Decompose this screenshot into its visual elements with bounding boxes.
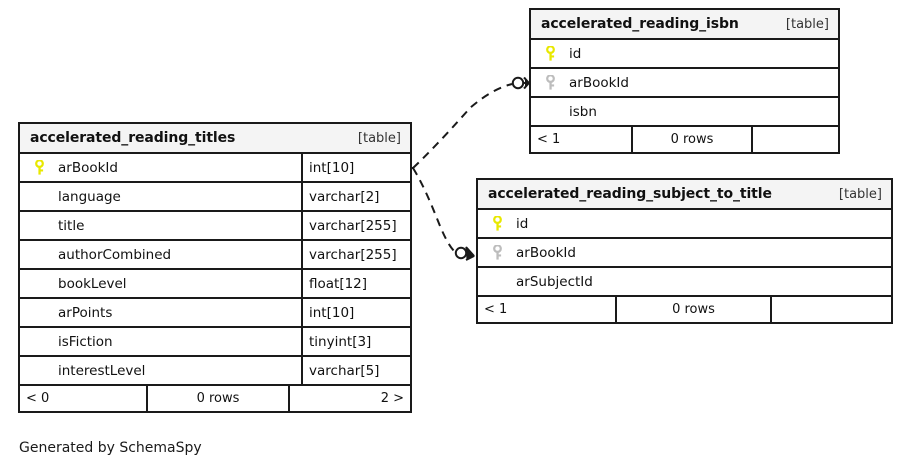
footer-parent-count[interactable]: < 1	[484, 302, 508, 317]
column-name-cell: language	[20, 183, 301, 210]
footer-parent-count[interactable]: < 0	[26, 391, 50, 406]
column-name: interestLevel	[58, 362, 146, 379]
column-name-cell: isbn	[531, 98, 838, 125]
column-name-cell: id	[478, 210, 891, 237]
column-type-cell: int[10]	[301, 299, 410, 326]
table-type-tag: [table]	[357, 130, 401, 146]
footer-child-count[interactable]	[753, 127, 838, 152]
column-name-cell: arBookId	[20, 154, 301, 181]
column-name: arBookId	[569, 74, 629, 91]
column-type-cell: varchar[255]	[301, 212, 410, 239]
column-name-cell: isFiction	[20, 328, 301, 355]
footer-row-count: 0 rows	[146, 386, 290, 411]
table-title: accelerated_reading_isbn	[541, 16, 739, 32]
table-row[interactable]: arBookId int[10]	[20, 154, 410, 183]
column-name: id	[516, 215, 529, 232]
column-name-cell: arSubjectId	[478, 268, 891, 295]
table-accelerated-reading-subject-to-title[interactable]: accelerated_reading_subject_to_title [ta…	[476, 178, 893, 324]
column-type-cell: int[10]	[301, 154, 410, 181]
column-name-cell: bookLevel	[20, 270, 301, 297]
yellow-key-icon	[28, 159, 50, 176]
column-name-cell: title	[20, 212, 301, 239]
column-type: varchar[255]	[309, 246, 397, 263]
table-header-accelerated-reading-subject-to-title: accelerated_reading_subject_to_title [ta…	[478, 180, 891, 210]
relationship-titles-to-isbn	[406, 76, 530, 169]
table-row[interactable]: arBookId	[531, 69, 838, 98]
column-type: varchar[2]	[309, 188, 380, 205]
table-row[interactable]: authorCombined varchar[255]	[20, 241, 410, 270]
table-row[interactable]: interestLevel varchar[5]	[20, 357, 410, 386]
column-type-cell: varchar[2]	[301, 183, 410, 210]
table-footer-accelerated-reading-subject-to-title: < 1 0 rows	[478, 297, 891, 322]
table-row[interactable]: title varchar[255]	[20, 212, 410, 241]
column-name-cell: id	[531, 40, 838, 67]
generated-by-caption: Generated by SchemaSpy	[19, 440, 202, 456]
column-type: tinyint[3]	[309, 333, 372, 350]
column-name-cell: arBookId	[531, 69, 838, 96]
table-row[interactable]: id	[531, 40, 838, 69]
table-row[interactable]: isFiction tinyint[3]	[20, 328, 410, 357]
table-title: accelerated_reading_subject_to_title	[488, 186, 772, 202]
cardinality-zero-marker-isbn	[511, 76, 525, 90]
footer-parent-count[interactable]: < 1	[537, 132, 561, 147]
column-name: title	[58, 217, 85, 234]
table-row[interactable]: arSubjectId	[478, 268, 891, 297]
table-accelerated-reading-isbn[interactable]: accelerated_reading_isbn [table] id	[529, 8, 840, 154]
column-type-cell: tinyint[3]	[301, 328, 410, 355]
column-type: varchar[5]	[309, 362, 380, 379]
table-header-accelerated-reading-titles: accelerated_reading_titles [table]	[20, 124, 410, 154]
gray-key-icon	[486, 244, 508, 261]
yellow-key-icon	[539, 45, 561, 62]
table-type-tag: [table]	[785, 16, 829, 32]
column-name: arBookId	[58, 159, 118, 176]
footer-child-count[interactable]	[772, 297, 891, 322]
crowsfoot-marker-subject	[465, 246, 475, 260]
gray-key-icon	[539, 74, 561, 91]
table-accelerated-reading-titles[interactable]: accelerated_reading_titles [table] arBoo…	[18, 122, 412, 413]
column-name-cell: interestLevel	[20, 357, 301, 384]
cardinality-zero-marker-subject	[454, 246, 468, 260]
column-name: authorCombined	[58, 246, 172, 263]
table-row[interactable]: bookLevel float[12]	[20, 270, 410, 299]
table-header-accelerated-reading-isbn: accelerated_reading_isbn [table]	[531, 10, 838, 40]
column-name-cell: arBookId	[478, 239, 891, 266]
table-row[interactable]: arPoints int[10]	[20, 299, 410, 328]
footer-child-count[interactable]: 2 >	[380, 391, 404, 406]
column-name: bookLevel	[58, 275, 127, 292]
column-name: arSubjectId	[516, 273, 593, 290]
table-footer-accelerated-reading-isbn: < 1 0 rows	[531, 127, 838, 152]
table-type-tag: [table]	[838, 186, 882, 202]
table-row[interactable]: language varchar[2]	[20, 183, 410, 212]
column-type-cell: varchar[5]	[301, 357, 410, 384]
column-name-cell: arPoints	[20, 299, 301, 326]
footer-row-count: 0 rows	[615, 297, 772, 322]
column-type-cell: varchar[255]	[301, 241, 410, 268]
table-footer-accelerated-reading-titles: < 0 0 rows 2 >	[20, 386, 410, 411]
table-title: accelerated_reading_titles	[30, 130, 236, 146]
table-row[interactable]: isbn	[531, 98, 838, 127]
column-type: int[10]	[309, 304, 355, 321]
table-row[interactable]: arBookId	[478, 239, 891, 268]
column-name: arPoints	[58, 304, 113, 321]
footer-row-count: 0 rows	[631, 127, 753, 152]
column-name: id	[569, 45, 582, 62]
column-name: arBookId	[516, 244, 576, 261]
column-type-cell: float[12]	[301, 270, 410, 297]
column-type: int[10]	[309, 159, 355, 176]
table-row[interactable]: id	[478, 210, 891, 239]
column-name-cell: authorCombined	[20, 241, 301, 268]
column-name: language	[58, 188, 121, 205]
column-type: varchar[255]	[309, 217, 397, 234]
column-name: isFiction	[58, 333, 113, 350]
column-name: isbn	[569, 103, 597, 120]
column-type: float[12]	[309, 275, 368, 292]
relationship-titles-to-subject	[412, 167, 475, 261]
yellow-key-icon	[486, 215, 508, 232]
